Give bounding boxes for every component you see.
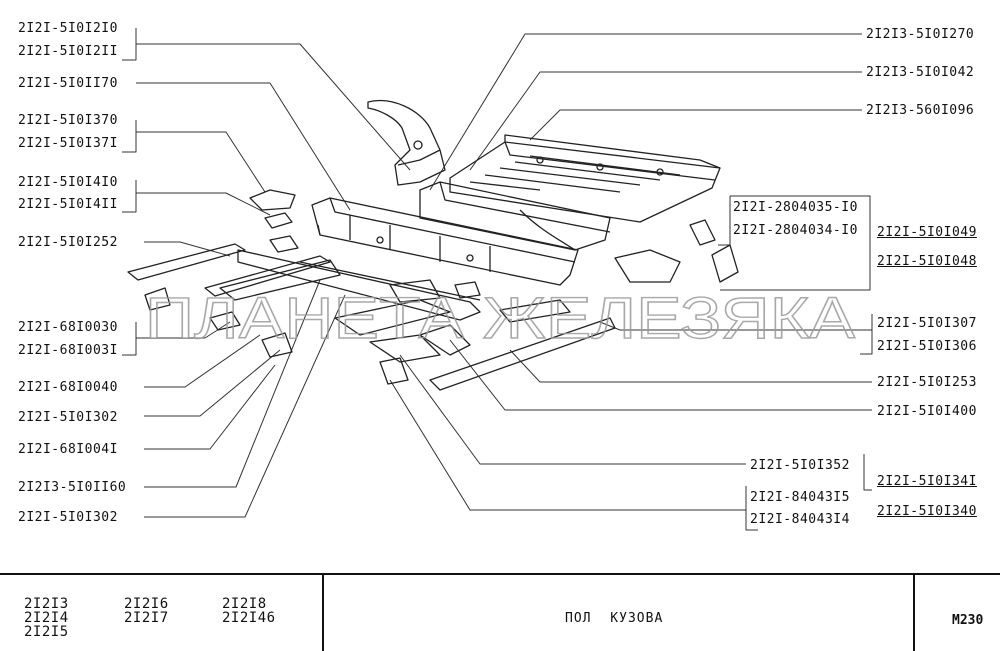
- model-code: 2I2I6: [124, 596, 169, 612]
- rear-floor-panel: [449, 134, 721, 223]
- watermark-text: ПЛАНЕТА ЖЕЛЕЗЯКА: [145, 290, 855, 350]
- rear-pillar-part: [367, 100, 446, 186]
- part-label-left-1: 2I2I-5I0I2I0: [18, 21, 118, 36]
- footer-divider-2: [913, 575, 915, 651]
- middle-cross-member: [419, 181, 611, 251]
- part-label-right-16: 2I2I-5I0I340: [877, 504, 977, 519]
- part-label-left-15: 2I2I-5I0I302: [18, 510, 118, 525]
- part-label-left-2: 2I2I-5I0I2II: [18, 44, 118, 59]
- footer-title-block: 2I2I3 2I2I4 2I2I5 2I2I6 2I2I7 2I2I8 2I2I…: [0, 573, 1000, 651]
- part-label-left-12: 2I2I-5I0I302: [18, 410, 118, 425]
- part-label-left-5: 2I2I-5I0I37I: [18, 136, 118, 151]
- left-side-rails: [127, 243, 481, 321]
- part-label-right-9: 2I2I-5I0I306: [877, 339, 977, 354]
- part-label-right-5: 2I2I-2804034-I0: [733, 223, 858, 238]
- part-label-right-15: 2I2I-84043I4: [750, 512, 850, 527]
- part-label-left-10: 2I2I-68I003I: [18, 343, 118, 358]
- part-label-right-2: 2I2I3-5I0I042: [866, 65, 975, 80]
- part-label-right-1: 2I2I3-5I0I270: [866, 27, 975, 42]
- part-label-left-11: 2I2I-68I0040: [18, 380, 118, 395]
- model-code: 2I2I5: [24, 624, 69, 640]
- bracket-parts: [144, 189, 739, 358]
- part-label-right-8: 2I2I-5I0I307: [877, 316, 977, 331]
- model-list-2: 2I2I6 2I2I7: [124, 597, 169, 625]
- part-label-left-6: 2I2I-5I0I4I0: [18, 175, 118, 190]
- model-code: 2I2I3: [24, 596, 69, 612]
- part-label-left-4: 2I2I-5I0I370: [18, 113, 118, 128]
- model-code: 2I2I8: [222, 596, 267, 612]
- part-label-right-4: 2I2I-2804035-I0: [733, 200, 858, 215]
- part-label-right-7: 2I2I-5I0I048: [877, 254, 977, 269]
- part-label-right-11: 2I2I-5I0I400: [877, 404, 977, 419]
- model-list-1: 2I2I3 2I2I4 2I2I5: [24, 597, 69, 639]
- drawing-title: ПОЛ КУЗОВА: [565, 611, 664, 626]
- part-label-right-13: 2I2I-5I0I34I: [877, 474, 977, 489]
- part-label-left-8: 2I2I-5I0I252: [18, 235, 118, 250]
- model-code: 2I2I4: [24, 610, 69, 626]
- part-label-left-3: 2I2I-5I0II70: [18, 76, 118, 91]
- part-label-right-10: 2I2I-5I0I253: [877, 375, 977, 390]
- model-list-3: 2I2I8 2I2I46: [222, 597, 276, 625]
- part-label-right-6: 2I2I-5I0I049: [877, 225, 977, 240]
- model-code: 2I2I7: [124, 610, 169, 626]
- part-label-right-14: 2I2I-84043I5: [750, 490, 850, 505]
- part-label-left-7: 2I2I-5I0I4II: [18, 197, 118, 212]
- part-label-left-9: 2I2I-68I0030: [18, 320, 118, 335]
- parts-diagram: 2I2I-5I0I2I0 2I2I-5I0I2II 2I2I-5I0II70 2…: [18, 21, 977, 531]
- part-label-right-12: 2I2I-5I0I352: [750, 458, 850, 473]
- front-cross-member: [311, 197, 579, 286]
- right-side-rails: [334, 279, 616, 391]
- model-code: 2I2I46: [222, 610, 276, 626]
- leader-lines: [122, 28, 873, 531]
- part-label-left-13: 2I2I-68I004I: [18, 442, 118, 457]
- watermark: ПЛАНЕТА ЖЕЛЕЗЯКА: [144, 290, 856, 350]
- part-label-right-3: 2I2I3-560I096: [866, 103, 975, 118]
- drawing-code: M230: [952, 613, 984, 628]
- floor-panel-drawing: [122, 28, 873, 531]
- footer-divider-1: [322, 575, 324, 651]
- part-label-left-14: 2I2I3-5I0II60: [18, 480, 127, 495]
